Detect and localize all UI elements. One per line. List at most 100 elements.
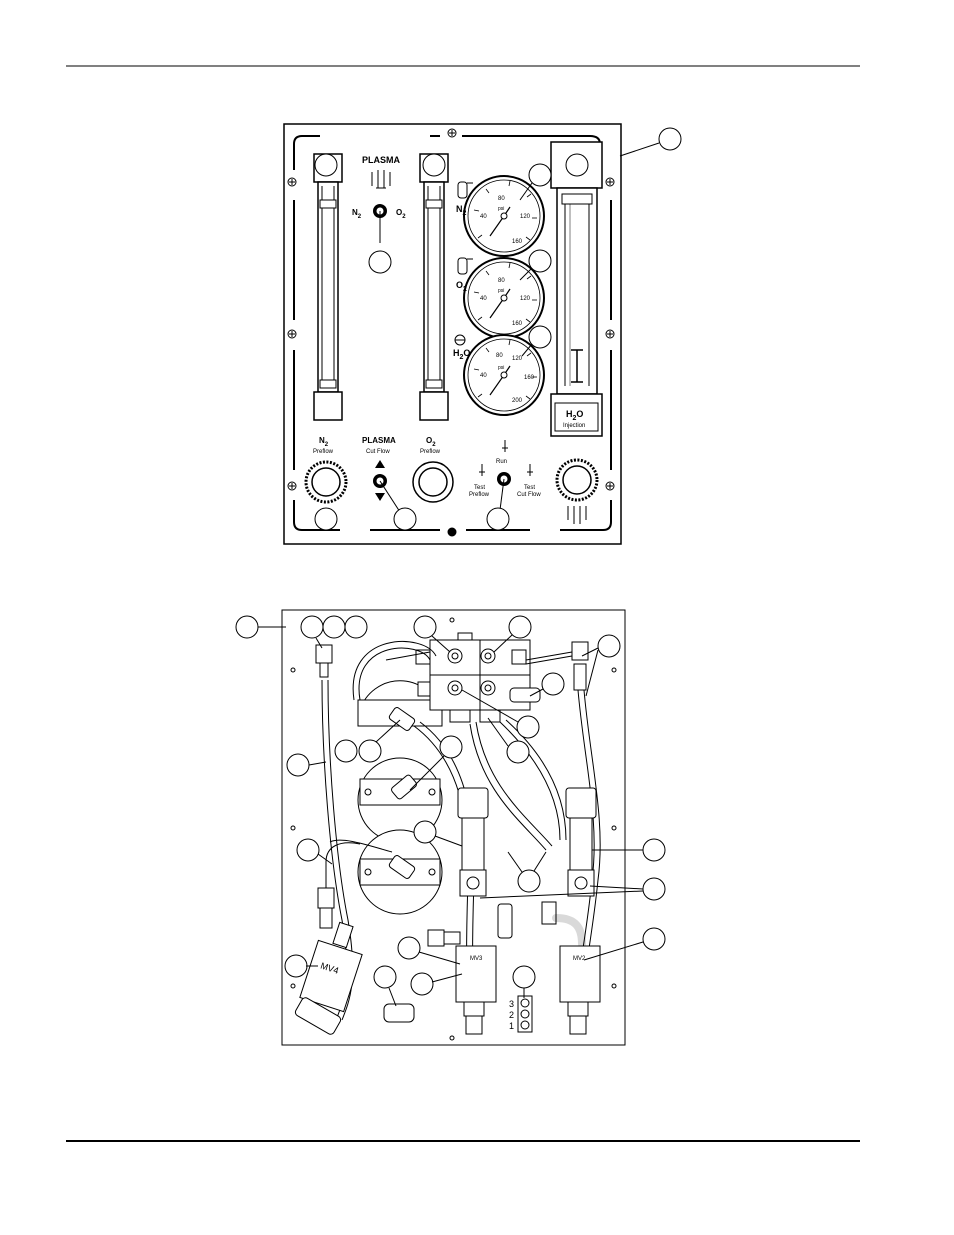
panel-screw [287,177,297,187]
terminal-3-label: 3 [509,999,514,1009]
torch-icon [371,170,391,189]
knob-h2o-injection[interactable] [555,458,599,524]
fitting [427,929,461,947]
mounting-hole [290,617,617,1041]
knob-n2-label: N2 [319,436,329,448]
up-arrow-icon [375,460,385,468]
knob-o2-preflow[interactable]: O2 Preflow [412,436,454,503]
mode-test-cut-2: Cut Flow [517,492,541,498]
callout-bubble [368,250,392,274]
plasma-title: PLASMA [362,155,401,165]
small-component [383,1003,415,1023]
fitting [317,887,335,929]
gauge-tick: 80 [498,278,505,284]
knob-n2-preflow[interactable]: N2 Preflow [304,436,348,504]
cylinder-icon [457,181,473,199]
gauge-h2o: 40 80 120 160 200 psi H2O [453,334,545,416]
gauge-tick: 80 [498,196,505,202]
plasma-cut-flow-switch[interactable]: PLASMA Cut Flow [362,436,401,513]
callout-bubble [461,689,540,739]
callout-bubble [409,735,463,791]
callout-bubble [286,753,327,777]
knob-plasma-caption: Cut Flow [366,449,390,455]
callout-bubble [493,615,532,653]
callout-bubble [519,249,552,281]
switch-n2-label: N2 [352,208,362,220]
callout-bubble [314,507,338,531]
gauge-unit: psi [498,288,504,294]
gauge-unit: psi [498,206,504,212]
gauge-n2-label: N2 [456,204,467,217]
gauge-o2-label: O2 [456,280,467,293]
gauge-o2: 40 80 120 160 psi O2 [456,257,545,339]
mode-test-preflow-1: Test [474,485,485,491]
gas-tubing [321,640,601,1021]
torch-icon [502,440,508,452]
gauge-h2o-label: H2O [453,348,470,361]
flowmeter-n2 [313,153,343,421]
gauge-tick: 200 [512,398,523,404]
callout-bubble [565,153,589,177]
callout-bubble [529,672,565,697]
callout-bubble [314,153,338,177]
gauge-tick: 160 [524,375,535,381]
knob-o2-caption: Preflow [420,449,441,455]
gauge-tick: 160 [512,239,523,245]
panel-screw [447,527,457,537]
float-indicator [571,349,583,383]
callout-bubble [512,965,536,998]
h2o-box-caption: Injection [563,423,585,429]
callout-bubble [592,838,666,862]
callout-bubble [322,615,346,639]
water-drop-icon [454,334,466,346]
callout-bubble [373,965,397,1007]
regulator-left [457,787,489,897]
mode-test-preflow-2: Preflow [469,492,490,498]
flowmeter-o2 [419,153,449,421]
panel-screw [605,481,615,491]
cylinder-icon [457,257,473,275]
callout-bubble [296,838,333,865]
callout-bubble [413,615,451,653]
panel-screw [447,128,457,138]
callout-bubble [581,634,621,697]
elbow-fitting [388,707,416,731]
regulator-right [565,787,597,897]
plasma-gas-selector[interactable]: PLASMA N2 O2 [352,155,406,243]
callout-bubble [619,127,682,157]
callout-bubble [413,820,463,847]
torch-icon [479,464,485,476]
switch-o2-label: O2 [396,208,406,220]
water-injection-icon [567,506,587,524]
knob-o2-label: O2 [426,436,436,448]
callout-bubble [519,163,552,201]
panel-screw [287,329,297,339]
elbow-fitting [497,903,513,939]
gauge-tick: 80 [496,353,503,359]
callout-bubble [235,615,286,639]
fitting [315,644,333,678]
flowmeter-h2o-injection: H2O Injection [550,141,603,437]
terminal-2-label: 2 [509,1010,514,1020]
knob-n2-caption: Preflow [313,449,334,455]
elbow-fitting [388,855,416,879]
callout-bubble [358,719,401,763]
gauge-tick: 40 [480,214,487,220]
callout-bubble [334,739,358,763]
fitting [571,641,589,691]
test-run-switch[interactable]: Run Test Preflow Test Cut Flow [469,440,541,511]
panel-screw [287,481,297,491]
elbow-fitting [391,774,417,800]
knob-plasma-label: PLASMA [362,436,396,445]
callout-bubble [507,851,547,893]
callout-bubble [479,877,666,901]
mode-run-label: Run [496,459,507,465]
terminal-1-label: 1 [509,1021,514,1031]
callout-bubble [487,717,530,764]
panel-screw [605,329,615,339]
gauge-tick: 120 [520,296,531,302]
gauge-unit: psi [498,365,504,371]
terminal-block: 3 2 1 [509,995,533,1033]
callout-bubble [486,507,510,531]
